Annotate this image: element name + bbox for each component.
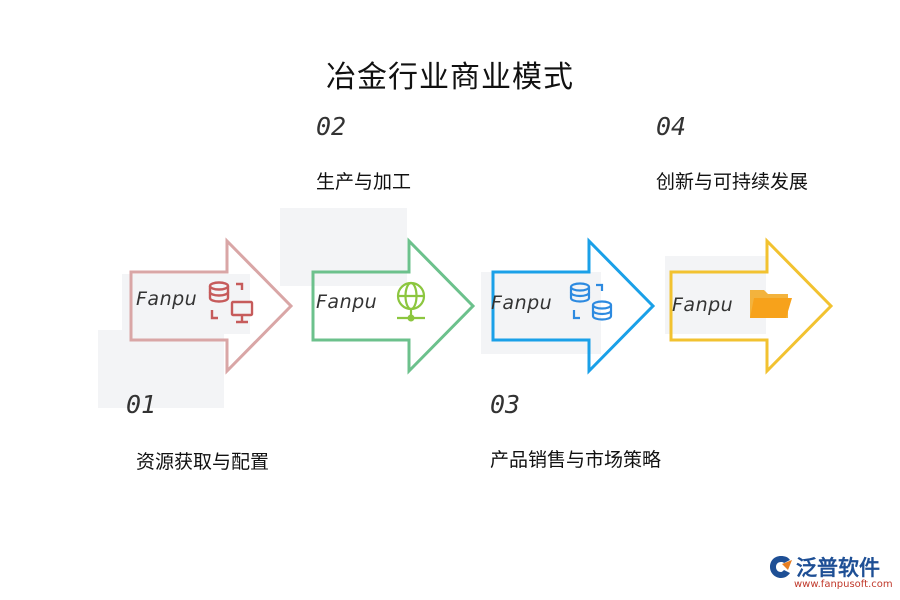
logo-url: www.fanpusoft.com [794,579,893,590]
fanpu-logo-icon [770,556,792,578]
logo-name: 泛普软件 [796,556,880,580]
step-01-arrow [129,237,294,375]
fanpu-watermark: Fanpu [672,294,734,316]
step-03-number: 03 [490,390,521,419]
step-04-number: 04 [656,112,687,141]
step-04-arrow [669,237,834,375]
database-monitor-icon [208,281,254,324]
step-03-label: 产品销售与市场策略 [490,449,662,471]
background-panel [98,330,224,408]
background-panel [122,274,250,334]
fanpu-watermark: Fanpu [136,288,198,310]
fanpu-watermark: Fanpu [491,292,553,314]
page-title: 冶金行业商业模式 [326,60,574,95]
database-sync-icon [569,282,613,321]
background-panel [665,256,766,334]
step-02-arrow [311,237,476,375]
fanpu-logo: 泛普软件 www.fanpusoft.com [768,552,893,592]
folder-icon [750,290,792,318]
step-03-arrow [491,237,656,375]
step-02-label: 生产与加工 [316,171,412,193]
step-01-number: 01 [126,390,157,419]
globe-network-icon [396,281,426,322]
step-04-label: 创新与可持续发展 [656,171,809,193]
step-01-label: 资源获取与配置 [136,451,270,473]
fanpu-watermark: Fanpu [316,291,378,313]
step-02-number: 02 [316,112,347,141]
